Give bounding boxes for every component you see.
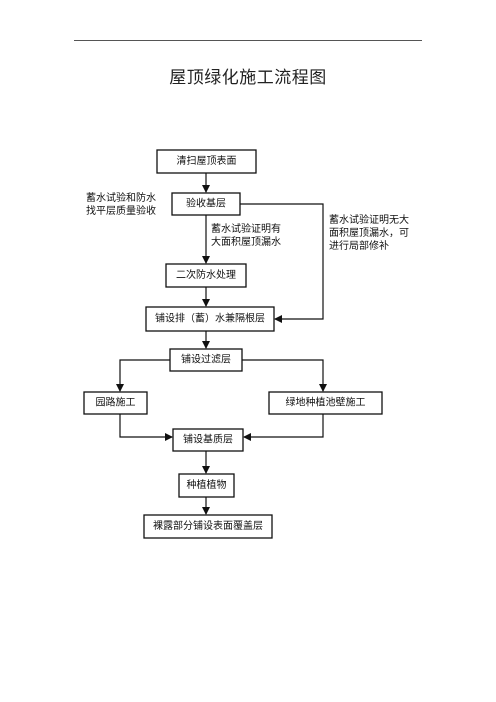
note-leak-found: 蓄水试验证明有 大面积屋顶漏水 <box>211 222 284 248</box>
header-rule <box>74 40 422 41</box>
node-label: 绿地种植池壁施工 <box>286 396 366 409</box>
node-secondary-waterproof: 二次防水处理 <box>165 263 247 288</box>
page-title: 屋顶绿化施工流程图 <box>169 68 327 88</box>
edge-garden-path-to-substrate <box>119 414 173 441</box>
node-label: 铺设基质层 <box>183 433 233 446</box>
edge-pool-wall-to-substrate <box>243 414 324 441</box>
node-planting-pool-wall: 绿地种植池壁施工 <box>268 391 383 415</box>
edge-filter-to-garden-path <box>116 359 170 392</box>
node-garden-path: 园路施工 <box>83 391 148 415</box>
node-inspect-base: 验收基层 <box>171 192 241 216</box>
node-cover-layer: 裸露部分铺设表面覆盖层 <box>143 514 273 539</box>
node-label: 园路施工 <box>96 396 136 409</box>
node-planting: 种植植物 <box>178 473 235 498</box>
node-label: 清扫屋顶表面 <box>177 154 237 167</box>
node-label: 铺设过滤层 <box>181 353 231 366</box>
node-substrate-layer: 铺设基质层 <box>172 428 244 452</box>
edge-inspect-to-drainage-bypass <box>240 203 324 323</box>
node-label: 种植植物 <box>187 478 227 491</box>
note-water-test-acceptance: 蓄水试验和防水 找平层质量验收 <box>86 191 159 217</box>
node-clean-roof: 清扫屋顶表面 <box>156 149 257 174</box>
node-label: 铺设排（蓄）水兼隔根层 <box>155 312 265 325</box>
node-drainage-layer: 铺设排（蓄）水兼隔根层 <box>145 306 275 332</box>
note-no-leak: 蓄水试验证明无大 面积屋顶漏水，可 进行局部修补 <box>329 213 412 252</box>
node-label: 验收基层 <box>186 197 226 210</box>
node-label: 二次防水处理 <box>176 268 236 281</box>
edge-filter-to-pool-wall <box>242 359 327 392</box>
node-filter-layer: 铺设过滤层 <box>169 348 243 372</box>
node-label: 裸露部分铺设表面覆盖层 <box>153 519 263 532</box>
